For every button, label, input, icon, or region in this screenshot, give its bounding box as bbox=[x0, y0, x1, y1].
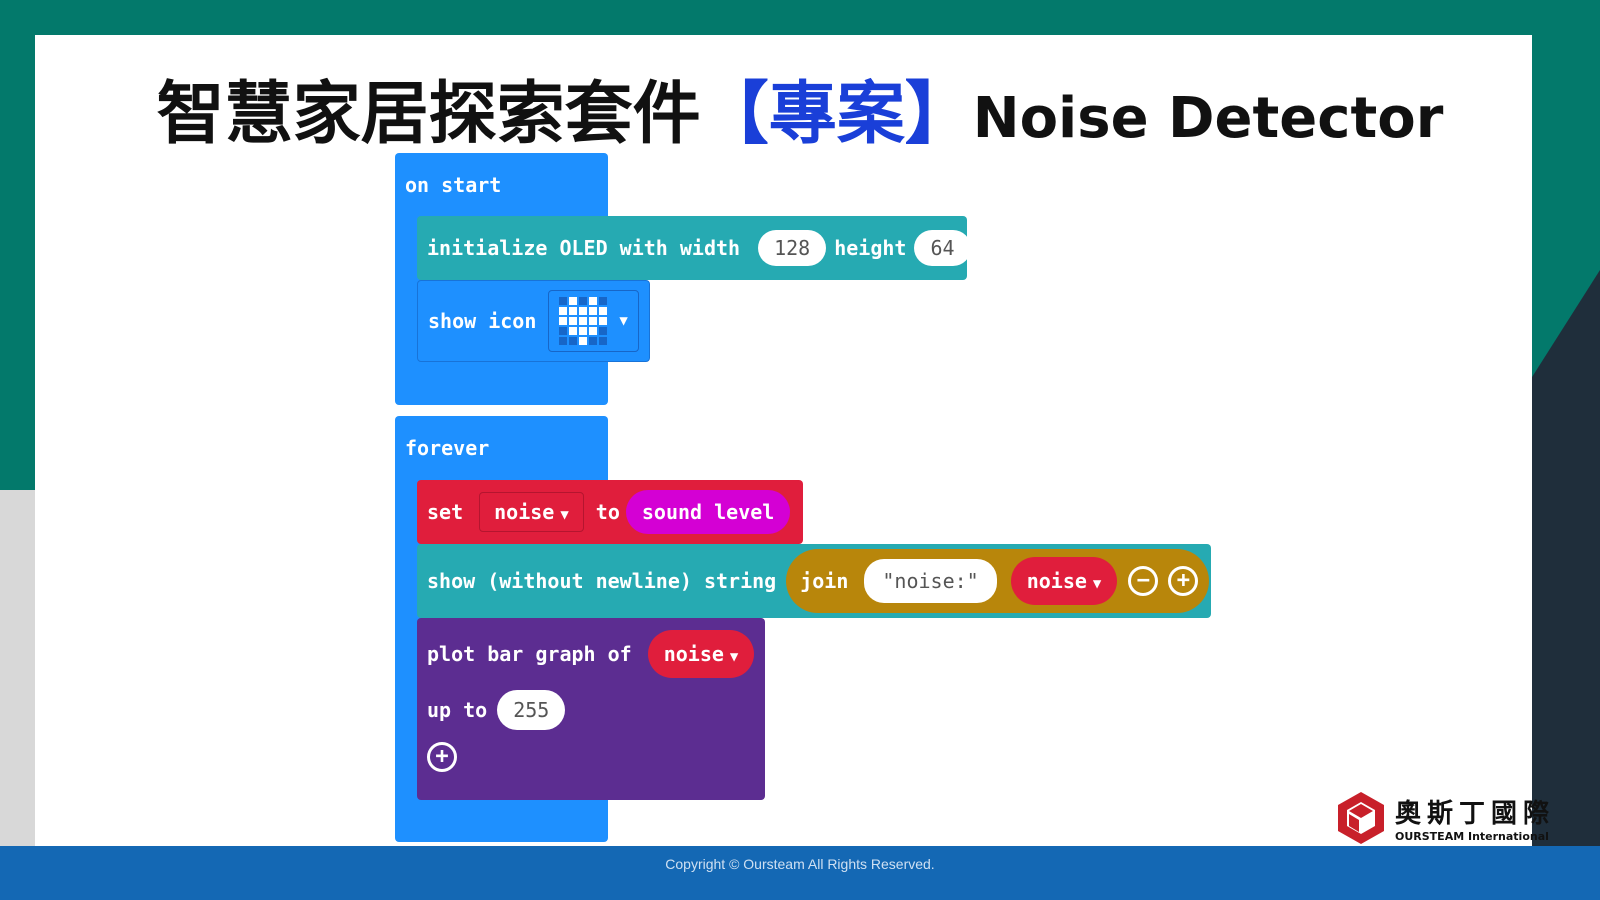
heart-icon bbox=[559, 297, 608, 345]
max-input[interactable]: 255 bbox=[497, 690, 566, 730]
variable-name: noise bbox=[663, 642, 724, 666]
led-pixel bbox=[559, 327, 568, 335]
led-pixel bbox=[589, 327, 598, 335]
plus-icon[interactable]: + bbox=[1168, 566, 1199, 596]
show-string-label: show (without newline) string bbox=[427, 569, 777, 593]
plot-label: plot bar graph of bbox=[427, 642, 632, 666]
led-pixel bbox=[569, 317, 578, 325]
led-pixel bbox=[569, 327, 578, 335]
sound-level-block[interactable]: sound level bbox=[625, 490, 791, 534]
string-input[interactable]: "noise:" bbox=[864, 559, 997, 603]
led-pixel bbox=[599, 327, 608, 335]
variable-dropdown[interactable]: noise ▼ bbox=[1010, 557, 1118, 605]
chevron-down-icon: ▼ bbox=[619, 313, 628, 329]
led-pixel bbox=[599, 317, 608, 325]
led-pixel bbox=[589, 297, 598, 305]
title-highlight: 【專案】 bbox=[700, 75, 973, 154]
width-input[interactable]: 128 bbox=[758, 230, 827, 266]
variable-name: noise bbox=[494, 500, 555, 524]
led-pixel bbox=[559, 297, 568, 305]
background-shape bbox=[1520, 270, 1600, 900]
page-title: 智慧家居探索套件【專案】Noise Detector bbox=[0, 58, 1600, 157]
logo-cn: 奧斯丁國際 bbox=[1395, 799, 1556, 829]
led-pixel bbox=[599, 337, 608, 345]
height-label: height bbox=[834, 236, 907, 260]
set-variable-block[interactable]: set noise ▼ to sound level bbox=[417, 480, 803, 544]
oursteam-logo-icon bbox=[1338, 792, 1384, 844]
icon-dropdown[interactable]: ▼ bbox=[548, 290, 639, 352]
led-pixel bbox=[589, 337, 598, 345]
title-en: Noise Detector bbox=[972, 86, 1444, 151]
logo-en: OURSTEAM International bbox=[1395, 830, 1549, 843]
chevron-down-icon: ▼ bbox=[1092, 576, 1102, 592]
minus-icon[interactable]: − bbox=[1128, 566, 1159, 596]
join-block[interactable]: join "noise:" noise ▼ − + bbox=[786, 549, 1210, 613]
join-label: join bbox=[800, 569, 849, 593]
height-input[interactable]: 64 bbox=[914, 230, 971, 266]
led-pixel bbox=[559, 317, 568, 325]
up-to-label: up to bbox=[427, 698, 488, 722]
init-label: initialize OLED with width bbox=[427, 236, 741, 260]
led-pixel bbox=[589, 317, 598, 325]
led-pixel bbox=[579, 327, 588, 335]
led-pixel bbox=[589, 307, 598, 315]
to-label: to bbox=[595, 500, 620, 524]
chevron-down-icon: ▼ bbox=[729, 649, 739, 665]
variable-dropdown[interactable]: noise ▼ bbox=[479, 492, 584, 532]
led-pixel bbox=[599, 307, 608, 315]
led-pixel bbox=[569, 307, 578, 315]
led-pixel bbox=[559, 337, 568, 345]
on-start-label: on start bbox=[405, 173, 502, 197]
led-pixel bbox=[599, 297, 608, 305]
led-pixel bbox=[579, 307, 588, 315]
footer: Copyright © Oursteam All Rights Reserved… bbox=[0, 846, 1600, 900]
show-string-block[interactable]: show (without newline) string join "nois… bbox=[417, 544, 1211, 618]
show-icon-label: show icon bbox=[428, 309, 537, 333]
led-pixel bbox=[559, 307, 568, 315]
show-icon-block[interactable]: show icon ▼ bbox=[417, 280, 650, 362]
led-pixel bbox=[579, 337, 588, 345]
variable-name: noise bbox=[1026, 569, 1087, 593]
led-pixel bbox=[579, 297, 588, 305]
background-shape bbox=[0, 490, 40, 900]
plot-bar-graph-block[interactable]: plot bar graph of noise ▼ up to 255 + bbox=[417, 618, 765, 800]
logo: 奧斯丁國際 OURSTEAM International bbox=[1335, 790, 1555, 846]
led-pixel bbox=[569, 297, 578, 305]
slide bbox=[35, 35, 1532, 846]
variable-dropdown[interactable]: noise ▼ bbox=[647, 630, 755, 678]
chevron-down-icon: ▼ bbox=[560, 507, 569, 523]
init-oled-block[interactable]: initialize OLED with width 128 height 64 bbox=[417, 216, 971, 280]
title-cn: 智慧家居探索套件 bbox=[156, 75, 701, 154]
plus-icon[interactable]: + bbox=[427, 742, 457, 772]
set-label: set bbox=[427, 500, 464, 524]
led-pixel bbox=[579, 317, 588, 325]
forever-label: forever bbox=[405, 436, 490, 460]
led-pixel bbox=[569, 337, 578, 345]
